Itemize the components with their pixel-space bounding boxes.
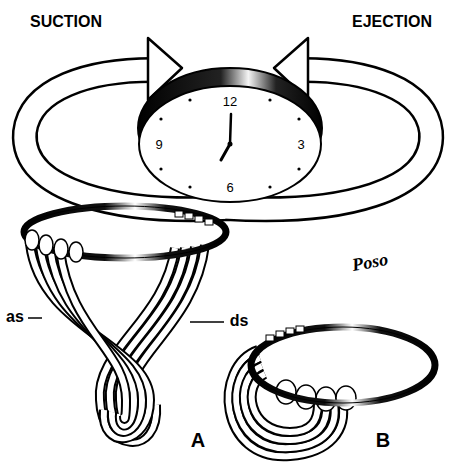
band-strand (50, 248, 134, 426)
clock-number: 9 (155, 138, 162, 151)
band-strand (60, 250, 126, 419)
segment-label: ds (230, 313, 249, 329)
segment-label: as (6, 309, 24, 325)
phase-label: EJECTION (352, 14, 432, 30)
cross-section (185, 213, 193, 219)
panel-letter: A (191, 430, 205, 450)
cross-section (276, 331, 284, 337)
band-strand (60, 250, 126, 419)
cross-section (286, 328, 294, 334)
basal-ring (251, 327, 435, 403)
cross-section (39, 235, 53, 255)
band-cross-sections (175, 211, 213, 225)
cross-section (205, 219, 213, 225)
signature: Poso (351, 250, 390, 274)
clock-ticks (159, 98, 300, 188)
clock-number: 6 (226, 181, 233, 194)
band-strand (40, 246, 142, 432)
tick (188, 98, 191, 101)
band-cross-sections (266, 326, 304, 341)
ascending-segment (30, 244, 150, 438)
helical-band-a (24, 206, 226, 442)
band-strand (50, 248, 134, 426)
clock-face (139, 86, 321, 202)
band-strand (40, 246, 142, 432)
tick (159, 167, 162, 170)
leader-line (190, 321, 224, 323)
band-strand (30, 244, 150, 438)
tick (297, 117, 300, 120)
band-cross-sections (25, 230, 83, 262)
hour-hand (221, 144, 230, 160)
tick (188, 185, 191, 188)
basal-ring-edge (251, 327, 435, 403)
cross-section (69, 242, 83, 262)
tick (268, 185, 271, 188)
phase-label: SUCTION (30, 14, 102, 30)
tick (268, 98, 271, 101)
cross-section (54, 239, 68, 259)
helical-band-b (229, 326, 435, 456)
cross-section (195, 216, 203, 222)
cross-section (266, 335, 274, 341)
minute-hand (230, 114, 231, 144)
leader-line (28, 317, 42, 319)
clock-number: 12 (223, 95, 237, 108)
clock-number: 3 (297, 138, 304, 151)
tick (297, 167, 300, 170)
clock (138, 68, 322, 202)
panel-letter: B (376, 430, 390, 450)
cross-section (25, 230, 39, 250)
cross-section (296, 326, 304, 332)
basal-ring-edge (24, 206, 226, 258)
band-strand (30, 244, 150, 438)
basal-ring (24, 206, 226, 258)
clock-center (228, 142, 233, 147)
cross-section (175, 211, 183, 217)
tick (159, 117, 162, 120)
